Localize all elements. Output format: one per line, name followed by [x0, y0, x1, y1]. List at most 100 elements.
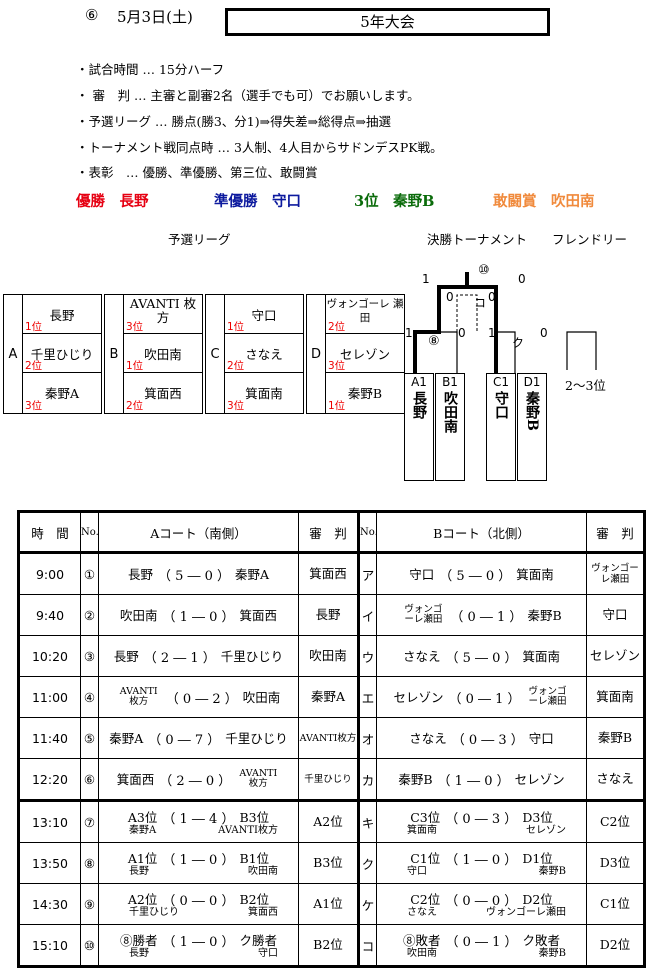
match-number-a: ⑨ [80, 883, 99, 925]
home-team: 秦野B [398, 771, 433, 787]
rank-label: 1位 [25, 321, 43, 333]
match-number-b: カ [358, 758, 377, 801]
home-team: 箕面西 [116, 771, 155, 787]
away-team-result: セレゾン [526, 825, 566, 836]
court-a-match: ⑧勝者（ 1 ― 0 ）ク勝者長野守口 [98, 924, 299, 967]
award-third: 3位 秦野B [354, 193, 435, 210]
court-b-referee: 箕面南 [586, 676, 645, 718]
third-score-left: 0 [446, 290, 454, 304]
away-team: B3位 [239, 810, 270, 825]
match-time: 11:00 [18, 676, 81, 718]
header-time: 時 間 [18, 511, 81, 553]
match-score: （ 0 ― 2 ） [165, 691, 238, 707]
header-court-a: Aコート（南側） [98, 511, 299, 553]
away-team: B2位 [239, 892, 270, 907]
match-time: 11:40 [18, 717, 81, 759]
semi1-score-right: 0 [458, 326, 466, 340]
award-fighting-spirit: 敢闘賞 吹田南 [493, 193, 595, 210]
court-b-referee: さなえ [586, 758, 645, 801]
away-team: セレゾン [514, 771, 565, 787]
match-score: （ 1 ― 4 ） [162, 812, 235, 827]
match-score: （ 1 ― 0 ） [162, 853, 235, 868]
match-score: （ 2 ― 0 ） [159, 773, 232, 789]
home-team: C3位 [410, 810, 441, 825]
away-team: 千里ひじり [225, 730, 288, 746]
home-team-result: さなえ [407, 907, 437, 918]
court-b-referee: セレゾン [586, 635, 645, 677]
court-a-referee: B3位 [298, 842, 360, 884]
away-team-result: AVANTI枚方 [218, 825, 278, 836]
third-place-match-number: コ [474, 296, 487, 310]
friendly-label: 2～3位 [565, 378, 606, 393]
match-number-a: ⑤ [80, 717, 99, 759]
match-score: （ 0 ― 1 ） [448, 691, 521, 707]
note-referee: ・ 審 判 … 主審と副審2名（選手でも可）でお願いします。 [76, 88, 420, 103]
match-time: 13:10 [18, 799, 81, 843]
semi2-match-number: ク [512, 336, 525, 350]
court-b-match: 秦野B（ 1 ― 0 ）セレゾン [376, 758, 587, 801]
final-score-left: 1 [422, 272, 430, 286]
court-a-referee: 箕面西 [298, 551, 360, 595]
semi2-score-right: 0 [540, 326, 548, 340]
home-team: ヴォンゴーレ瀬田 [404, 604, 443, 625]
court-b-referee: C2位 [586, 799, 645, 843]
group-letter: C [205, 294, 225, 414]
match-number-b: イ [358, 594, 377, 636]
match-number-a: ⑦ [80, 799, 99, 843]
away-team: 守口 [528, 730, 554, 746]
court-b-referee: D3位 [586, 842, 645, 884]
home-team: セレゾン [393, 689, 444, 705]
event-title: 5年大会 [225, 8, 550, 36]
rank-label: 1位 [126, 360, 144, 372]
court-a-match: 長野（ 2 ― 1 ）千里ひじり [98, 635, 299, 677]
match-number-b: キ [358, 799, 377, 843]
note-match-time: ・試合時間 … 15分ハーフ [76, 62, 225, 77]
match-score: （ 0 ― 1 ） [450, 609, 523, 625]
match-number-b: オ [358, 717, 377, 759]
court-b-match: C2位（ 0 ― 0 ）D2位さなえヴォンゴーレ瀬田 [376, 883, 587, 925]
header-ref-a: 審 判 [298, 511, 360, 553]
match-score: （ 1 ― 0 ） [162, 935, 235, 950]
away-team: AVANTI枚方 [239, 768, 278, 789]
court-b-match: 守口（ 5 ― 0 ）箕面南 [376, 551, 587, 595]
court-a-referee: 吹田南 [298, 635, 360, 677]
semi1-score-left: 1 [405, 326, 413, 340]
court-a-referee: 千里ひじり [298, 758, 360, 801]
event-number: ⑥ [85, 6, 99, 24]
note-tiebreak: ・トーナメント戦同点時 … 3人制、4人目からサドンデスPK戦。 [76, 140, 443, 155]
court-a-match: A2位（ 0 ― 0 ）B2位千里ひじり箕面西 [98, 883, 299, 925]
court-a-match: A1位（ 1 ― 0 ）B1位長野吹田南 [98, 842, 299, 884]
match-number-b: ア [358, 551, 377, 595]
rank-label: 3位 [126, 321, 144, 333]
court-a-referee: 秦野A [298, 676, 360, 718]
court-b-match: セレゾン（ 0 ― 1 ）ヴォンゴーレ瀬田 [376, 676, 587, 718]
match-score: （ 0 ― 0 ） [445, 894, 518, 909]
match-time: 15:10 [18, 924, 81, 967]
label-tournament: 決勝トーナメント [427, 232, 528, 247]
court-a-referee: B2位 [298, 924, 360, 967]
rank-label: 3位 [25, 400, 43, 412]
match-score: （ 0 ― 0 ） [162, 894, 235, 909]
label-league: 予選リーグ [168, 232, 231, 247]
away-team-result: 箕面西 [248, 907, 278, 918]
court-b-match: さなえ（ 0 ― 3 ）守口 [376, 717, 587, 759]
court-b-referee: 守口 [586, 594, 645, 636]
court-a-referee: 長野 [298, 594, 360, 636]
court-b-match: C1位（ 1 ― 0 ）D1位守口秦野B [376, 842, 587, 884]
event-date: 5月3日(土) [117, 8, 193, 26]
home-team: 長野 [127, 566, 153, 582]
group-letter: A [3, 294, 23, 414]
match-score: （ 2 ― 1 ） [143, 650, 216, 666]
match-score: （ 5 ― 0 ） [439, 568, 512, 584]
note-league-rules: ・予選リーグ … 勝点(勝3、分1)⇒得失差⇒総得点⇒抽選 [76, 114, 392, 129]
away-team: 吹田南 [242, 689, 281, 705]
away-team: B1位 [239, 851, 270, 866]
